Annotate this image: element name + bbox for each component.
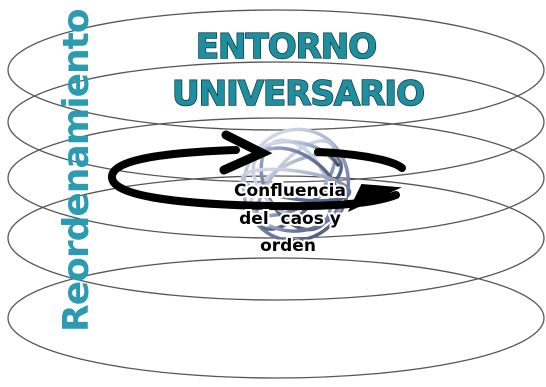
title-line-2: UNIVERSARIO <box>172 74 424 114</box>
layer-ellipse-4 <box>7 175 545 301</box>
center-label-line-3: orden <box>260 236 316 256</box>
layer-ellipses <box>7 9 545 379</box>
rotation-arrow <box>108 130 406 213</box>
center-label-line-2: del caos y <box>239 209 341 229</box>
side-label: Reordenamiento <box>56 9 97 332</box>
center-label-line-1: Confluencia <box>234 181 346 201</box>
layer-ellipse-1 <box>7 9 545 131</box>
layer-ellipse-2 <box>7 61 545 183</box>
center-label: Confluencia del caos y orden <box>232 179 348 258</box>
title-line-1: ENTORNO <box>196 27 376 67</box>
layer-ellipse-5 <box>7 257 545 379</box>
